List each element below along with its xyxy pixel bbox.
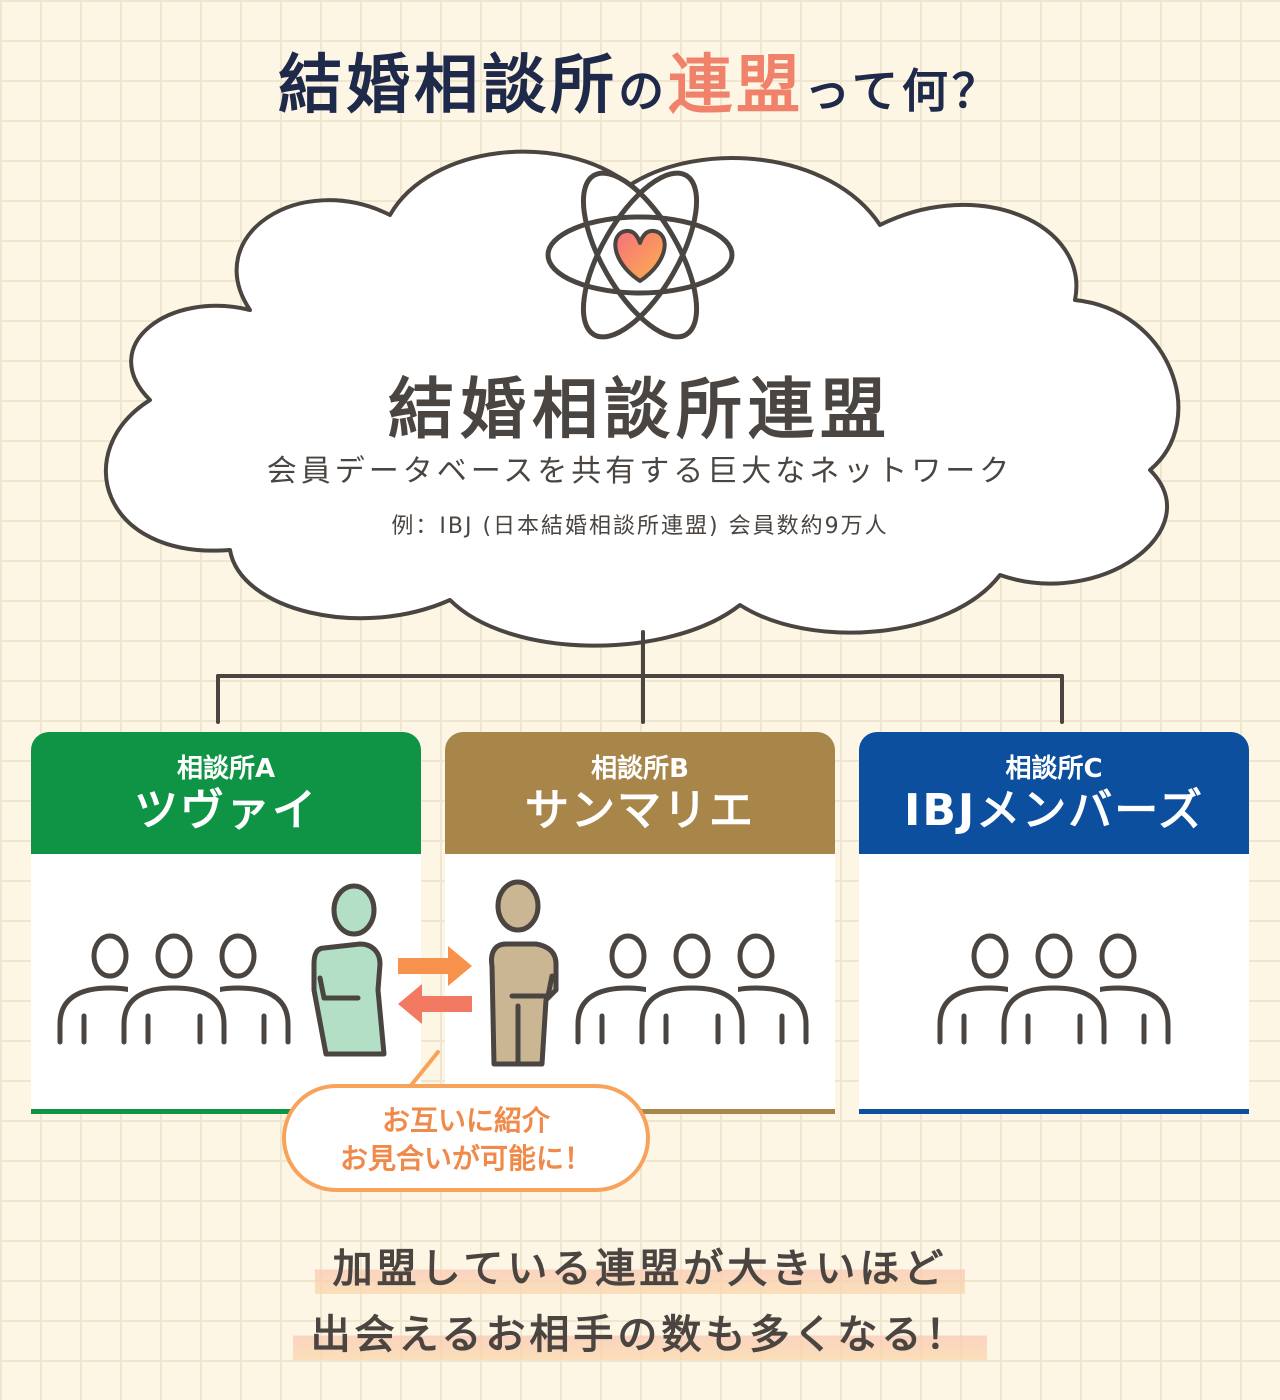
- card-label: 相談所B: [591, 754, 689, 784]
- member-group-c: [940, 936, 1168, 1046]
- cloud-title: 結婚相談所連盟: [388, 371, 892, 448]
- card-label: 相談所C: [1005, 754, 1103, 784]
- title-part1: 結婚相談所: [278, 49, 619, 123]
- card-name: ツヴァイ: [134, 785, 318, 836]
- bottom-message-2: 出会えるお相手の数も多くなる！: [0, 1302, 1280, 1360]
- title-accent: 連盟: [668, 49, 805, 123]
- person-b-icon: [489, 879, 559, 1067]
- page-title: 結婚相談所の連盟って何？: [0, 34, 1280, 126]
- atom-heart-icon: [545, 170, 735, 340]
- cloud-example: 例：IBJ (日本結婚相談所連盟) 会員数約9万人: [391, 514, 889, 539]
- member-group-b: [578, 936, 806, 1046]
- bottom-message-1: 加盟している連盟が大きいほど: [0, 1236, 1280, 1294]
- exchange-arrows-icon: [398, 946, 472, 1024]
- card-header: 相談所C IBJメンバーズ: [859, 732, 1249, 854]
- title-part2: の: [618, 64, 669, 118]
- cloud-subtitle: 会員データベースを共有する巨大なネットワーク: [266, 454, 1014, 489]
- card-name: IBJメンバーズ: [903, 785, 1205, 836]
- title-part3: って何？: [804, 64, 1002, 118]
- bubble-line-1: お互いに紹介: [381, 1104, 550, 1137]
- card-header: 相談所A ツヴァイ: [31, 732, 421, 854]
- exchange-bubble: お互いに紹介 お見合いが可能に！: [282, 1084, 650, 1192]
- card-bottom-border: [31, 1109, 421, 1114]
- card-label: 相談所A: [176, 754, 276, 784]
- connector-lines: [216, 630, 1064, 724]
- card-bottom-border: [859, 1109, 1249, 1114]
- person-a-icon: [311, 883, 387, 1057]
- member-group-a: [60, 936, 288, 1046]
- agency-card-c: 相談所C IBJメンバーズ: [859, 732, 1249, 1114]
- card-name: サンマリエ: [525, 785, 755, 836]
- bubble-line-2: お見合いが可能に！: [339, 1142, 592, 1175]
- federation-cloud: [103, 149, 1181, 648]
- card-header: 相談所B サンマリエ: [445, 732, 835, 854]
